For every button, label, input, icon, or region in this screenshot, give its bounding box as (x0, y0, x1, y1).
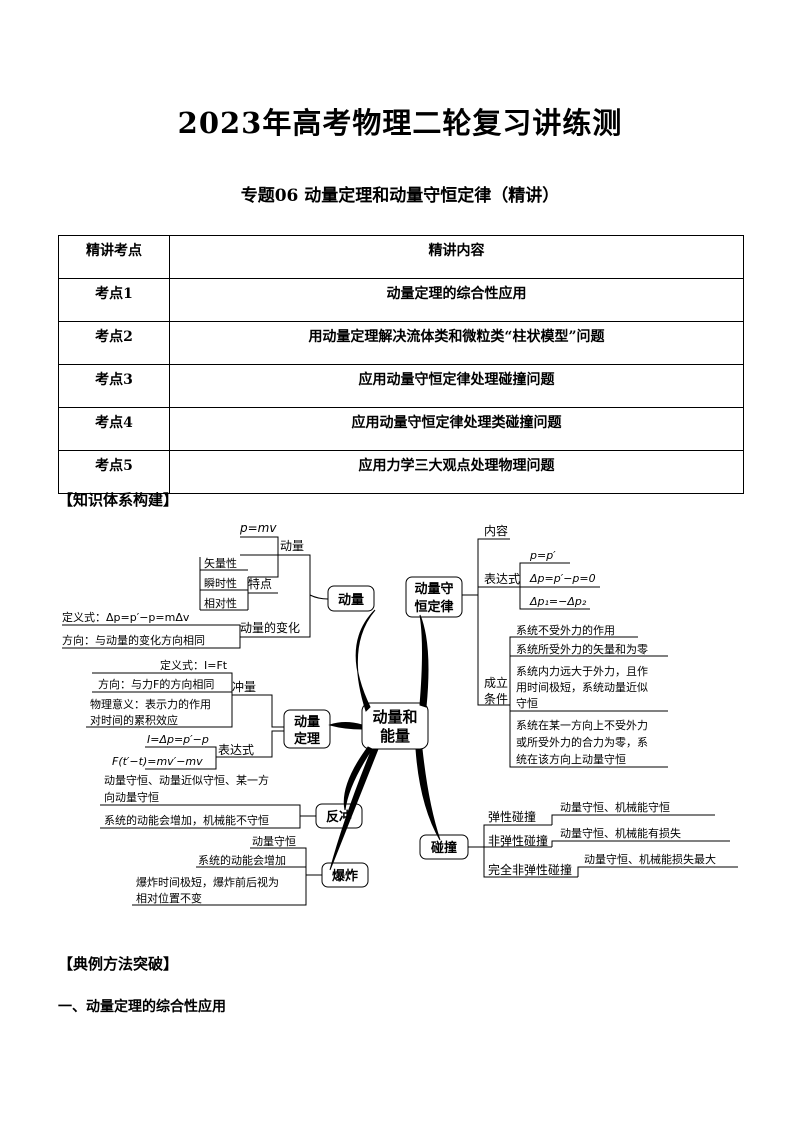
table-row: 考点4 应用动量守恒定律处理类碰撞问题 (58, 407, 744, 451)
momentum-change-def: 定义式：Δp=p′−p=mΔv (62, 610, 190, 624)
branch-brush-conservation (419, 614, 429, 708)
conservation-cond: 系统所受外力的矢量和为零 (516, 642, 648, 656)
branch-brush-explosion (329, 748, 379, 871)
conservation-expr: Δp₁=−Δp₂ (529, 595, 587, 608)
table-cell: 应用动量守恒定律处理碰撞问题 (169, 364, 744, 408)
table-cell: 用动量定理解决流体类和微粒类“柱状模型”问题 (169, 321, 744, 365)
conservation-cond: 统在该方向上动量守恒 (516, 752, 626, 766)
explosion-item: 相对位置不变 (136, 891, 202, 905)
table-cell: 考点2 (58, 321, 170, 365)
collision-note: 动量守恒、机械能有损失 (560, 826, 681, 840)
table-cell: 应用动量守恒定律处理类碰撞问题 (169, 407, 744, 451)
conservation-cond-label: 成立 (484, 675, 508, 690)
table-header: 精讲内容 (169, 235, 744, 279)
branch-brush-recoil (343, 746, 373, 811)
mindmap-node-label: 动量守 (414, 581, 453, 597)
recoil-item: 系统的动能会增加，机械能不守恒 (104, 813, 269, 827)
explosion-item: 系统的动能会增加 (198, 853, 286, 867)
mindmap-node-conservation (405, 576, 463, 618)
table-header-row: 精讲考点 精讲内容 (58, 235, 744, 279)
conservation-expr: p=p′ (529, 549, 556, 562)
branch-brush-momentum (355, 609, 376, 712)
theorem-expr: F(t′−t)=mv′−mv (112, 755, 203, 768)
table-cell: 考点4 (58, 407, 170, 451)
mindmap-node-label: 反冲 (326, 809, 352, 825)
mindmap-node-label: 碰撞 (431, 840, 457, 856)
momentum-def-label: 动量 (280, 539, 304, 553)
impulse-meaning: 物理意义：表示力的作用 (90, 697, 211, 711)
theorem-expr: I=Δp=p′−p (147, 733, 209, 746)
table-cell: 应用力学三大观点处理物理问题 (169, 450, 744, 494)
momentum-change-label: 动量的变化 (240, 620, 300, 635)
conservation-cond: 系统不受外力的作用 (516, 623, 615, 637)
collision-type: 非弹性碰撞 (488, 833, 548, 848)
branch-brush-collision (415, 748, 441, 841)
section-heading: 一、动量定理的综合性应用 (58, 999, 226, 1015)
conservation-cond: 或所受外力的合力为零，系 (516, 735, 648, 749)
section-knowledge-title: 【知识体系构建】 (58, 491, 179, 509)
conservation-cond: 系统内力远大于外力，且作 (516, 664, 648, 678)
knowledge-mindmap: 动量和 能量 动量 动量 p=mv 特点 矢量性 瞬时性 相对性 动量的变化 定… (62, 521, 738, 906)
conservation-cond: 守恒 (516, 696, 538, 710)
topics-table: 精讲考点 精讲内容 考点1 动量定理的综合性应用 考点2 用动量定理解决流体类和… (58, 235, 744, 494)
table-cell: 考点5 (58, 450, 170, 494)
table-cell: 动量定理的综合性应用 (169, 278, 744, 322)
mindmap-node-label: 动量 (294, 715, 320, 730)
table-header: 精讲考点 (58, 235, 170, 279)
conservation-content-label: 内容 (484, 523, 508, 538)
momentum-formula: p=mv (239, 521, 277, 535)
table-row: 考点3 应用动量守恒定律处理碰撞问题 (58, 364, 744, 408)
momentum-change-dir: 方向：与动量的变化方向相同 (62, 633, 205, 647)
impulse-dir: 方向：与力F的方向相同 (98, 677, 214, 691)
mindmap-center-label: 动量和 (372, 708, 417, 726)
conservation-cond: 用时间极短，系统动量近似 (516, 680, 648, 694)
mindmap-center-label: 能量 (380, 727, 410, 745)
collision-note: 动量守恒、机械能守恒 (560, 800, 670, 814)
momentum-trait: 矢量性 (204, 556, 237, 570)
table-row: 考点5 应用力学三大观点处理物理问题 (58, 450, 744, 494)
mindmap-node-label: 动量 (338, 593, 364, 608)
table-row: 考点2 用动量定理解决流体类和微粒类“柱状模型”问题 (58, 321, 744, 365)
theorem-expr-label: 表达式 (218, 743, 254, 757)
conservation-cond: 系统在某一方向上不受外力 (516, 718, 648, 732)
branch-brush-theorem (328, 722, 363, 730)
conservation-cond-label: 条件 (484, 692, 508, 706)
collision-type: 完全非弹性碰撞 (488, 862, 572, 877)
momentum-trait: 瞬时性 (204, 576, 237, 590)
mindmap-node-theorem (283, 709, 331, 749)
mindmap-node-label: 恒定律 (414, 599, 453, 615)
momentum-trait: 相对性 (204, 596, 237, 610)
mindmap-node-label: 爆炸 (332, 868, 358, 884)
conservation-expr: Δp=p′−p=0 (529, 572, 596, 585)
section-methods-title: 【典例方法突破】 (58, 955, 179, 973)
explosion-item: 动量守恒 (252, 834, 296, 848)
table-cell: 考点3 (58, 364, 170, 408)
impulse-label: 冲量 (232, 679, 256, 694)
table-row: 考点1 动量定理的综合性应用 (58, 278, 744, 322)
explosion-item: 爆炸时间极短，爆炸前后视为 (136, 875, 279, 889)
collision-type: 弹性碰撞 (488, 809, 536, 824)
impulse-meaning: 对时间的累积效应 (90, 713, 178, 727)
impulse-def: 定义式：I=Ft (160, 658, 228, 672)
table-cell: 考点1 (58, 278, 170, 322)
collision-note: 动量守恒、机械能损失最大 (584, 852, 716, 866)
mindmap-node-label: 定理 (293, 731, 320, 747)
recoil-item: 动量守恒、动量近似守恒、某一方 (104, 773, 269, 787)
document-title: 2023年高考物理二轮复习讲练测 (177, 106, 623, 140)
conservation-expr-label: 表达式 (484, 572, 520, 586)
recoil-item: 向动量守恒 (104, 790, 159, 804)
momentum-traits-label: 特点 (248, 576, 272, 591)
document-subtitle: 专题06 动量定理和动量守恒定律（精讲） (240, 186, 560, 206)
